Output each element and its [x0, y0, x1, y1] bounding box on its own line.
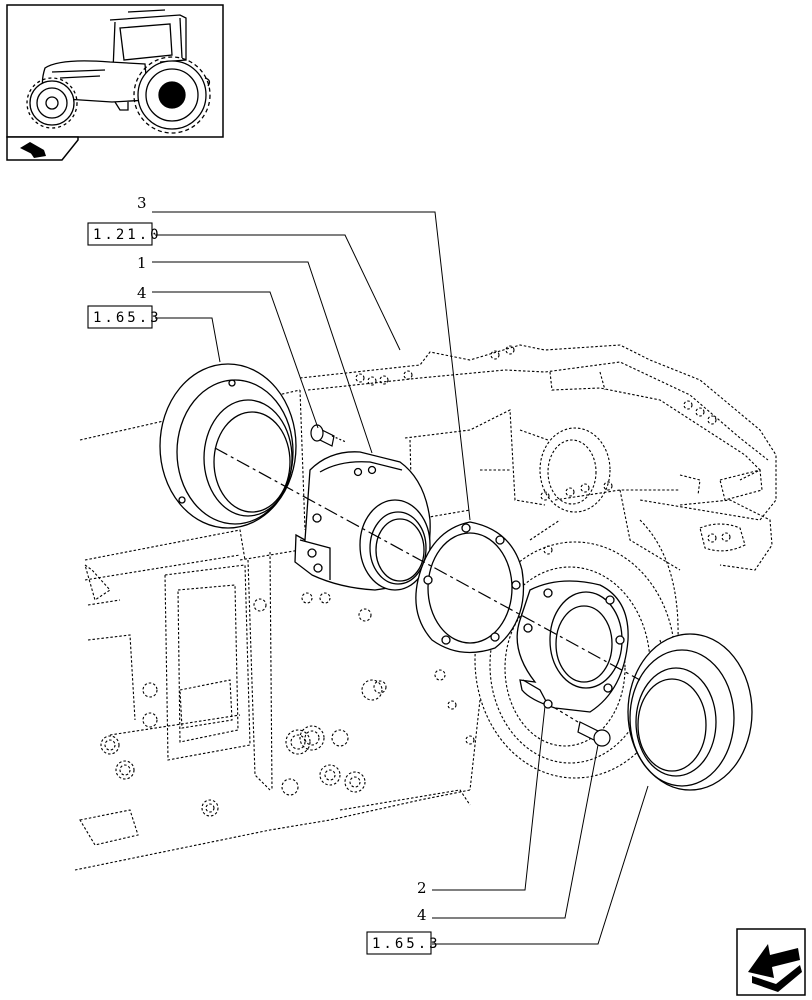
ref-label-1-65-3-upper: 1.65.3: [93, 310, 162, 326]
ref-box-1-65-3-lower[interactable]: 1.65.3: [366, 931, 441, 955]
bolt-upper[interactable]: [310, 424, 347, 447]
tractor-icon: [26, 9, 211, 134]
callout-labels: 3 1 4 2 4: [137, 194, 427, 924]
tractor-thumbnail[interactable]: [6, 4, 224, 138]
book-return-icon[interactable]: [6, 136, 79, 161]
callout-3: 3: [137, 194, 147, 212]
bearing-carrier-right[interactable]: [516, 580, 629, 713]
callout-4-upper: 4: [137, 284, 147, 302]
callout-2: 2: [417, 879, 427, 897]
callout-4-lower: 4: [417, 906, 427, 924]
bearing-carrier-left[interactable]: [294, 451, 431, 591]
ref-label-1-65-3-lower: 1.65.3: [372, 936, 441, 952]
bolt-lower[interactable]: [554, 707, 611, 747]
callout-1: 1: [137, 254, 147, 272]
assembly-axis: [214, 447, 641, 681]
left-oil-seal[interactable]: [159, 363, 297, 529]
leader-lines: [152, 211, 649, 945]
gasket[interactable]: [415, 521, 525, 654]
next-page-arrow-icon[interactable]: [736, 928, 806, 996]
ref-box-1-65-3-upper[interactable]: 1.65.3: [87, 305, 162, 329]
ref-label-1-21-0: 1.21.0: [93, 227, 162, 243]
ref-box-1-21-0[interactable]: 1.21.0: [87, 222, 162, 246]
right-oil-seal[interactable]: [627, 633, 753, 791]
